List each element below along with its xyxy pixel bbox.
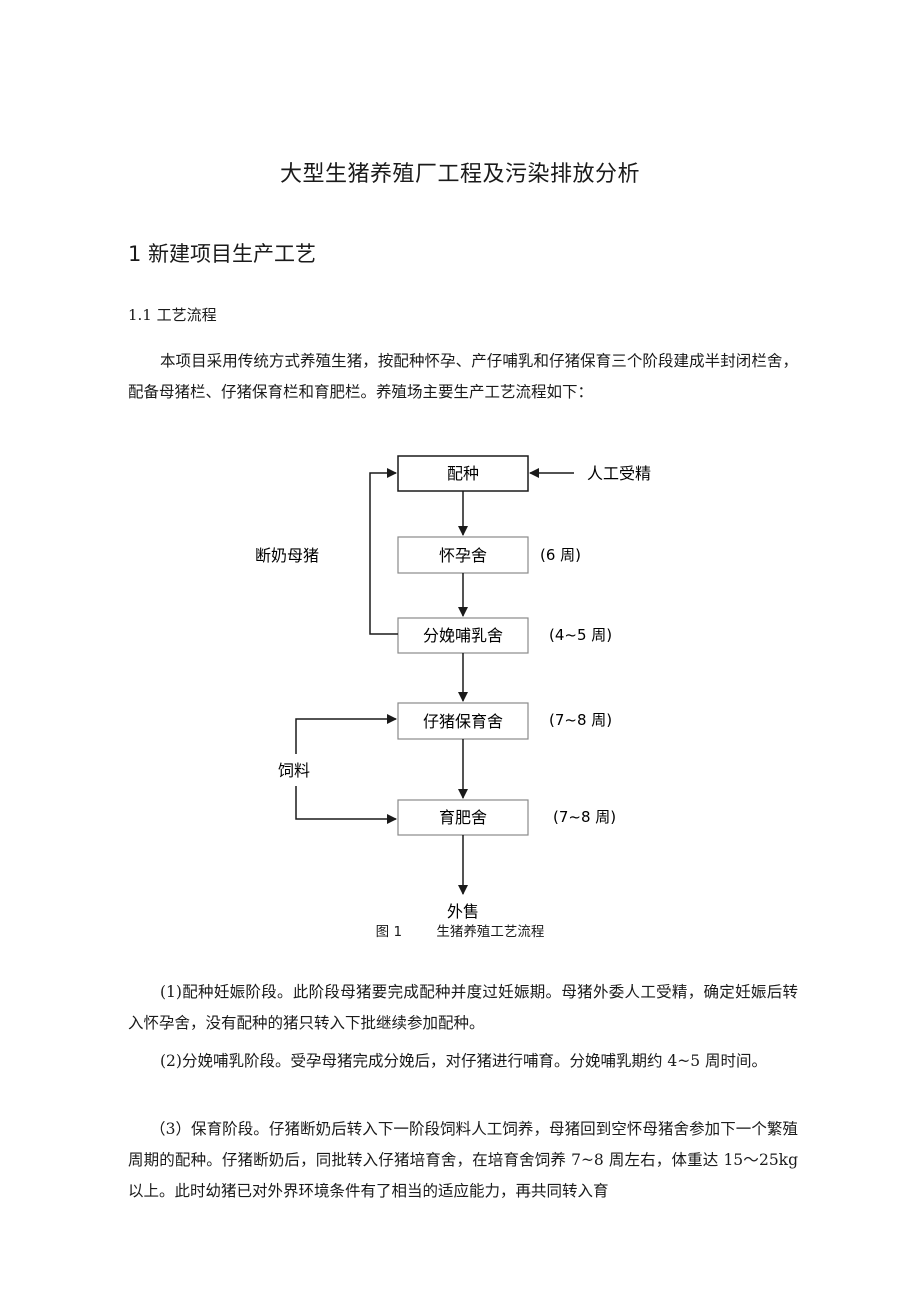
page-title: 大型生猪养殖厂工程及污染排放分析 (279, 162, 640, 187)
duration-finishing: (7~8 周) (553, 808, 616, 826)
box-breeding (397, 455, 529, 492)
arrow-feed-to-finishing (295, 786, 397, 824)
label-weaned-sow: 断奶母猪 (255, 546, 319, 565)
duration-nursery: (7~8 周) (549, 711, 612, 729)
arrow-feed-to-nursery (295, 714, 397, 754)
box-finishing-house (397, 799, 529, 836)
box-label-gestation: 怀孕舍 (439, 546, 487, 565)
paragraph-nursery-stage: （3）保育阶段。仔猪断奶后转入下一阶段饲料人工饲养，母猪回到空怀母猪舍参加下一个… (128, 1120, 798, 1200)
arrow-weaned-sow-loop (369, 468, 398, 635)
box-nursery-house (397, 702, 529, 740)
paragraph-farrowing-stage: (2)分娩哺乳阶段。受孕母猪完成分娩后，对仔猪进行哺育。分娩哺乳期约 4~5 周… (160, 1052, 768, 1070)
section-heading: 1 新建项目生产工艺 (128, 242, 317, 266)
box-label-breeding: 配种 (447, 464, 479, 483)
figure-caption: 图 1 生猪养殖工艺流程 (0, 920, 920, 940)
paragraph-breeding-stage: (1)配种妊娠阶段。此阶段母猪要完成配种并度过妊娠期。母猪外委人工受精，确定妊娠… (128, 983, 798, 1032)
intro-paragraph: 本项目采用传统方式养殖生猪，按配种怀孕、产仔哺乳和仔猪保育三个阶段建成半封闭栏舍… (128, 352, 798, 401)
caption-number: 图 1 (375, 924, 403, 940)
label-feed: 饲料 (278, 761, 310, 780)
duration-farrowing: (4~5 周) (549, 626, 612, 644)
label-insemination: 人工受精 (587, 464, 651, 483)
label-sale: 外售 (447, 902, 479, 921)
box-label-farrowing: 分娩哺乳舍 (423, 626, 503, 645)
caption-text: 生猪养殖工艺流程 (436, 924, 545, 940)
box-label-finishing: 育肥舍 (439, 808, 487, 827)
box-farrowing-house (397, 617, 529, 654)
box-gestation-house (397, 536, 529, 574)
box-label-nursery: 仔猪保育舍 (423, 712, 503, 731)
duration-gestation: (6 周) (540, 546, 581, 564)
subsection-heading: 1.1 工艺流程 (128, 306, 217, 324)
